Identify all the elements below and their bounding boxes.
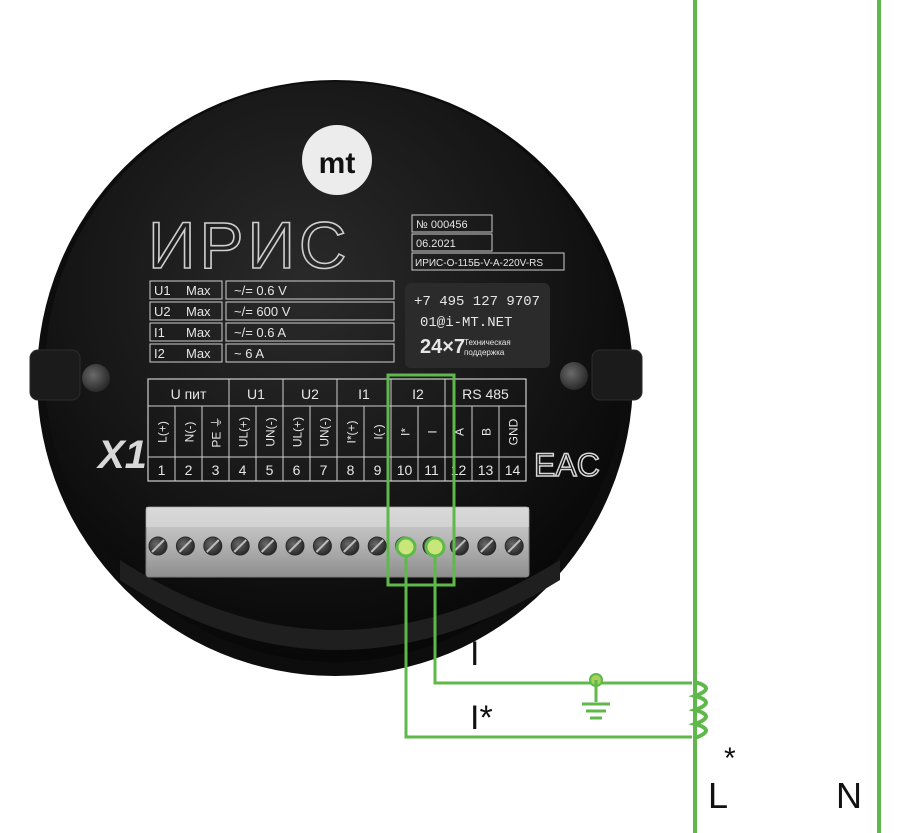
- terminal-signal: UN(-): [264, 417, 278, 446]
- support-box: +7 495 127 9707 01@i-MT.NET 24×7 Техниче…: [405, 283, 550, 368]
- rating-name: U2: [154, 304, 171, 319]
- terminal-number: 9: [374, 462, 382, 478]
- terminal-screw: [504, 536, 524, 556]
- rating-value: ~/= 0.6 A: [234, 325, 286, 340]
- terminal-signal: PE ⏚: [210, 416, 224, 447]
- model-code: ИРИС-О-115Б-V-A-220V-RS: [415, 258, 543, 269]
- terminal-number: 10: [397, 462, 413, 478]
- current-transformer-coil: [688, 680, 708, 740]
- group-label: U2: [301, 386, 319, 402]
- support-line-1: Техническая: [464, 338, 511, 347]
- group-label: RS 485: [462, 386, 509, 402]
- terminal-number: 11: [424, 462, 439, 478]
- rating-value: ~ 6 A: [234, 346, 264, 361]
- rating-name: U1: [154, 283, 171, 298]
- terminal-screw: [312, 536, 332, 556]
- terminal-screw: [285, 536, 305, 556]
- line-n-label: N: [836, 775, 862, 816]
- terminal-signal: GND: [507, 418, 521, 445]
- terminal-signal: A: [453, 428, 467, 436]
- i2-highlight-frame: [386, 373, 456, 587]
- rating-max: Max: [186, 346, 211, 361]
- ground-symbol: [582, 673, 610, 720]
- wire-istar: [404, 547, 692, 739]
- terminal-number: 6: [293, 462, 301, 478]
- terminal-screw: [175, 536, 195, 556]
- support-email: 01@i-MT.NET: [420, 315, 512, 331]
- terminal-screw: [203, 536, 223, 556]
- terminal-number: 5: [266, 462, 274, 478]
- wire-istar-label: I*: [470, 699, 493, 737]
- rating-max: Max: [186, 325, 211, 340]
- rating-name: I1: [154, 325, 165, 340]
- mount-screw-left: [82, 364, 110, 392]
- group-label: U1: [247, 386, 265, 402]
- terminal-number: 8: [347, 462, 355, 478]
- connector-label: X1: [96, 433, 147, 477]
- terminal-screw: [148, 536, 168, 556]
- terminal-signal: UL(+): [237, 417, 251, 447]
- support-phone: +7 495 127 9707: [414, 294, 540, 310]
- eac-mark: EAC: [534, 447, 600, 483]
- terminal-signal: I*(+): [345, 420, 359, 443]
- rating-value: ~/= 600 V: [234, 304, 291, 319]
- support-line-2: поддержка: [464, 348, 505, 357]
- brand-logo: mt: [302, 125, 372, 195]
- rating-value: ~/= 0.6 V: [234, 283, 287, 298]
- terminal-number: 3: [212, 462, 220, 478]
- terminal-screw: [367, 536, 387, 556]
- line-l-label: L: [708, 775, 728, 816]
- manufacture-date: 06.2021: [416, 238, 456, 250]
- group-label: I2: [412, 386, 424, 402]
- rating-name: I2: [154, 346, 165, 361]
- group-label: U пит: [171, 386, 207, 402]
- terminal-signal: UL(+): [291, 417, 305, 447]
- wiring: I I* L * N: [395, 0, 881, 833]
- terminal-screw: [258, 536, 278, 556]
- serial-number: № 000456: [416, 219, 468, 231]
- terminal-11-screw: [424, 536, 446, 558]
- terminal-signal: I*: [399, 428, 413, 436]
- terminal-signal: N(-): [183, 422, 197, 443]
- terminal-number: 7: [320, 462, 328, 478]
- terminal-signal: L(+): [156, 421, 170, 443]
- brand-title: ИРИС: [148, 208, 351, 282]
- terminal-number: 14: [505, 462, 521, 478]
- terminal-number: 13: [478, 462, 494, 478]
- terminal-signal: I(-): [372, 424, 386, 439]
- line-l-star: *: [724, 742, 736, 775]
- label-stack: № 000456 06.2021 ИРИС-О-115Б-V-A-220V-RS: [411, 214, 565, 271]
- terminal-screw: [340, 536, 360, 556]
- group-label: I1: [358, 386, 370, 402]
- terminal-signal: I: [426, 430, 440, 433]
- terminal-number: 4: [239, 462, 247, 478]
- terminal-number: 1: [158, 462, 166, 478]
- terminal-10-screw: [395, 536, 417, 558]
- terminal-screw: [230, 536, 250, 556]
- terminal-screw: [477, 536, 497, 556]
- rating-max: Max: [186, 304, 211, 319]
- mount-screw-right: [560, 362, 588, 390]
- terminal-signal: UN(-): [318, 417, 332, 446]
- wire-i: [433, 547, 692, 685]
- logo-text: mt: [319, 147, 356, 180]
- terminal-number: 2: [185, 462, 193, 478]
- terminal-block: [145, 506, 530, 578]
- wire-i-label: I: [470, 635, 479, 673]
- terminal-signal: B: [480, 428, 494, 436]
- rating-max: Max: [186, 283, 211, 298]
- support-hours: 24×7: [420, 336, 465, 358]
